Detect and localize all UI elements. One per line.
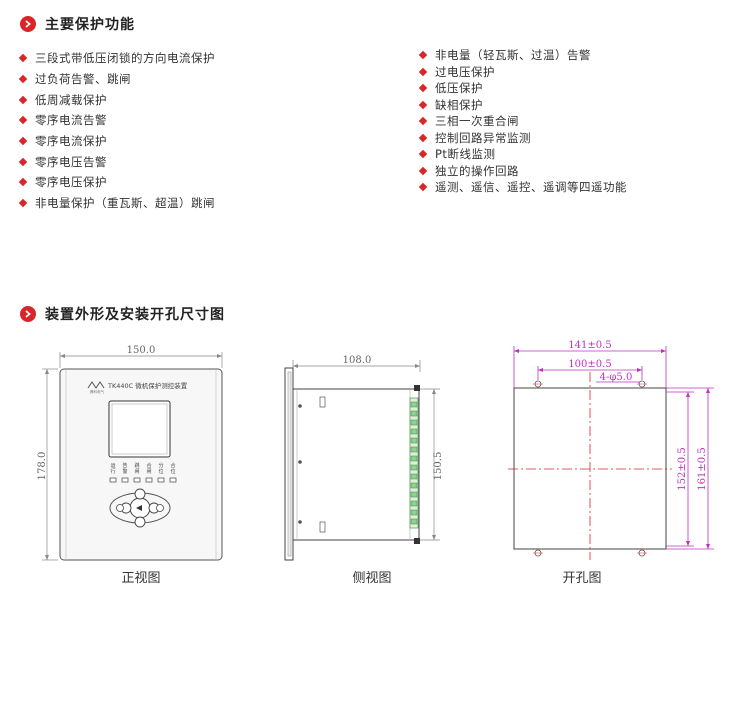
- indicator-led: [133, 477, 141, 483]
- terminal-pin: [410, 401, 418, 408]
- device-label: TK440C 微机保护测控装置: [107, 381, 188, 390]
- cutout-view-drawing: 141±0.5 100±0.5 4-φ5.0 152±: [508, 340, 714, 586]
- feature-item: 零序电流告警: [18, 110, 215, 131]
- section-title-text: 主要保护功能: [45, 17, 135, 33]
- section-title-text: 装置外形及安装开孔尺寸图: [45, 307, 225, 323]
- section-title-dimensions: 装置外形及安装开孔尺寸图: [20, 304, 225, 324]
- indicator-led: [169, 477, 177, 483]
- front-view-drawing: 150.0 178.0 腾科电气 TK440C 微机保护测控装置 运行告警跳闸合…: [37, 345, 223, 586]
- indicator-label-char: 分: [158, 462, 163, 469]
- feature-item: 零序电压保护: [18, 172, 215, 193]
- feature-text: Pt断线监测: [435, 147, 496, 162]
- feature-text: 遥测、遥信、遥控、遥调等四遥功能: [435, 180, 627, 195]
- feature-item: 非电量保护（重瓦斯、超温）跳闸: [18, 193, 215, 214]
- terminal-pin: [410, 491, 418, 498]
- indicator-label-char: 告: [122, 462, 127, 469]
- keypad: [109, 488, 171, 528]
- feature-item: 三相一次重合闸: [418, 113, 627, 130]
- mounting-holes: [533, 380, 647, 557]
- terminal-pin: [410, 419, 418, 426]
- terminal-pin: [410, 437, 418, 444]
- feature-item: 低压保护: [418, 80, 627, 97]
- cutout-outer-width-dim: 141±0.5: [568, 340, 611, 351]
- logo-text: 腾科电气: [90, 389, 104, 394]
- indicator-label-char: 运: [110, 462, 115, 469]
- feature-text: 过电压保护: [435, 64, 495, 79]
- feature-item: 遥测、遥信、遥控、遥调等四遥功能: [418, 179, 627, 196]
- feature-item: 过电压保护: [418, 64, 627, 81]
- feature-item: 控制回路异常监测: [418, 130, 627, 147]
- indicator-label-char: 合: [146, 462, 151, 469]
- feature-text: 低周减载保护: [35, 92, 107, 107]
- feature-item: 低周减载保护: [18, 89, 215, 110]
- chevron-right-icon: [20, 306, 36, 322]
- feature-item: 三段式带低压闭锁的方向电流保护: [18, 48, 215, 69]
- cutout-height-dim-2: 161±0.5: [697, 447, 708, 490]
- terminal-pin: [410, 482, 418, 489]
- feature-list-left: 三段式带低压闭锁的方向电流保护过负荷告警、跳闸低周减载保护零序电流告警零序电流保…: [18, 48, 215, 214]
- cutout-hole-spec: 4-φ5.0: [600, 372, 633, 383]
- indicator-label-char: 跳: [134, 462, 139, 469]
- indicator-led: [145, 477, 153, 483]
- feature-text: 零序电压告警: [35, 154, 107, 169]
- feature-text: 零序电流告警: [35, 113, 107, 128]
- indicator-label-char: 闸: [146, 468, 151, 475]
- cutout-height-dim-1: 152±0.5: [677, 447, 688, 490]
- indicator-led: [157, 477, 165, 483]
- indicator-label-char: 位: [170, 468, 175, 475]
- feature-text: 独立的操作回路: [435, 163, 519, 178]
- chevron-right-icon: [20, 16, 36, 32]
- indicator-led: [121, 477, 129, 483]
- terminal-pin: [410, 464, 418, 471]
- cutout-hole-spacing-dim: 100±0.5: [568, 359, 611, 370]
- front-view-caption: 正视图: [121, 571, 160, 586]
- feature-item: 零序电流保护: [18, 131, 215, 152]
- feature-text: 零序电压保护: [35, 175, 107, 190]
- terminal-pin: [410, 455, 418, 462]
- feature-text: 非电量（轻瓦斯、过温）告警: [435, 48, 591, 63]
- feature-item: 过负荷告警、跳闸: [18, 69, 215, 90]
- side-height-dim: 150.5: [433, 452, 444, 481]
- indicator-label-char: 合: [170, 462, 175, 469]
- indicator-label-char: 闸: [134, 468, 139, 475]
- terminal-pin: [410, 500, 418, 507]
- feature-text: 缺相保护: [435, 97, 483, 112]
- feature-text: 控制回路异常监测: [435, 130, 531, 145]
- cutout-view-caption: 开孔图: [562, 571, 601, 586]
- side-depth-dim: 108.0: [343, 355, 372, 366]
- feature-list-right: 非电量（轻瓦斯、过温）告警过电压保护低压保护缺相保护三相一次重合闸控制回路异常监…: [418, 47, 627, 196]
- terminal-block: [410, 401, 418, 525]
- feature-item: 零序电压告警: [18, 151, 215, 172]
- terminal-pin: [410, 473, 418, 480]
- feature-item: 非电量（轻瓦斯、过温）告警: [418, 47, 627, 64]
- indicator-label-char: 行: [110, 468, 115, 475]
- feature-text: 三相一次重合闸: [435, 114, 519, 129]
- feature-item: 独立的操作回路: [418, 163, 627, 180]
- feature-text: 过负荷告警、跳闸: [35, 72, 131, 87]
- front-height-dim: 178.0: [37, 452, 48, 481]
- feature-item: 缺相保护: [418, 97, 627, 114]
- side-view-drawing: 108.0 150.5 侧视图: [284, 355, 444, 586]
- terminal-pin: [410, 428, 418, 435]
- logo-icon: [87, 381, 105, 389]
- section-title-protection: 主要保护功能: [20, 14, 135, 34]
- front-width-dim: 150.0: [127, 345, 156, 356]
- feature-text: 非电量保护（重瓦斯、超温）跳闸: [35, 196, 215, 211]
- indicator-label-char: 警: [122, 468, 127, 475]
- terminal-pin: [410, 410, 418, 417]
- terminal-pin: [410, 446, 418, 453]
- terminal-pin: [410, 509, 418, 516]
- terminal-pin: [410, 518, 418, 525]
- indicator-led: [109, 477, 117, 483]
- feature-text: 三段式带低压闭锁的方向电流保护: [35, 51, 215, 66]
- feature-text: 低压保护: [435, 81, 483, 96]
- feature-text: 零序电流保护: [35, 134, 107, 149]
- side-view-caption: 侧视图: [352, 571, 391, 586]
- feature-item: Pt断线监测: [418, 146, 627, 163]
- indicator-label-char: 位: [158, 468, 163, 475]
